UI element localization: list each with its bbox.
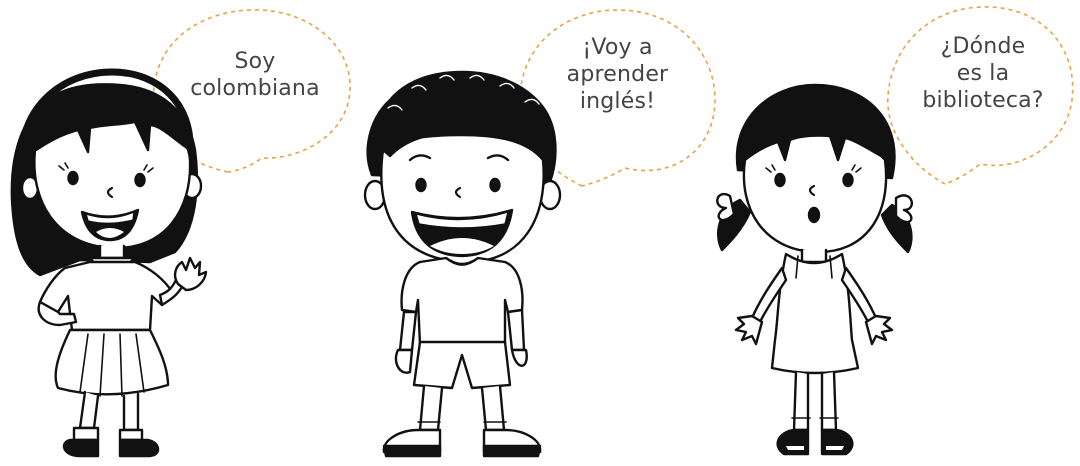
bubble-2-line-3: inglés!	[579, 89, 656, 114]
bubble-1-line-1: Soy	[234, 49, 276, 74]
bubble-1-line-2: colombiana	[190, 76, 320, 101]
bubble-2-line-2: aprender	[566, 62, 669, 87]
bubble-3-line-2: es la	[956, 61, 1010, 86]
girl-right	[716, 83, 914, 456]
boy-middle	[363, 70, 562, 458]
bubble-2-line-1: ¡Voy a	[582, 35, 653, 60]
speech-bubble-text-3: ¿Dónde es la biblioteca?	[893, 33, 1073, 114]
speech-bubble-text-1: Soy colombiana	[170, 48, 340, 102]
speech-bubble-3	[887, 6, 1074, 185]
bubble-3-line-3: biblioteca?	[922, 88, 1044, 113]
girl-left	[10, 68, 208, 458]
speech-bubble-1	[153, 9, 351, 173]
speech-bubble-text-2: ¡Voy a aprender inglés!	[530, 34, 705, 115]
bubble-3-line-1: ¿Dónde	[940, 34, 1026, 59]
